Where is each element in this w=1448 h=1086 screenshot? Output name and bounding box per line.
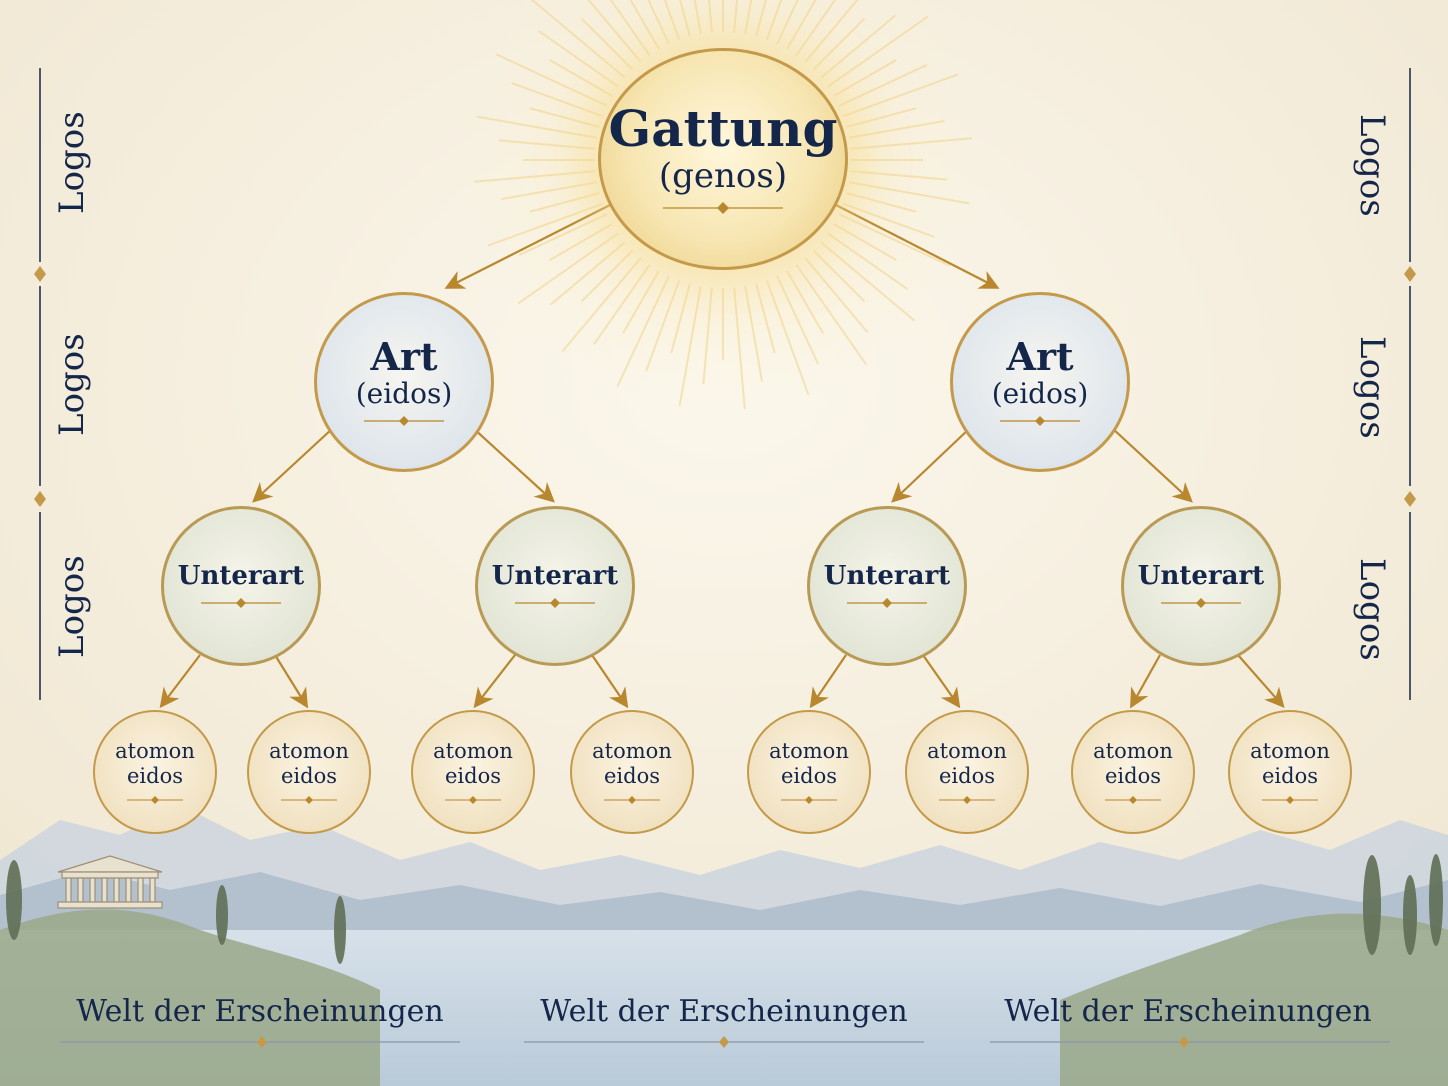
ornament-icon	[1262, 796, 1318, 805]
eidos-label: eidos	[126, 764, 183, 788]
logos-label-left-2: Logos	[52, 333, 92, 436]
hierarchy-arrow	[274, 654, 309, 709]
species-node-right: Art (eidos)	[950, 292, 1130, 472]
species-subtitle: (eidos)	[991, 377, 1089, 411]
hierarchy-arrow	[809, 654, 847, 709]
atomon-eidos-node-5: atomon eidos	[747, 710, 871, 834]
subspecies-title: Unterart	[1137, 561, 1265, 592]
atomon-eidos-node-4: atomon eidos	[570, 710, 694, 834]
atomon-eidos-node-6: atomon eidos	[905, 710, 1029, 834]
genus-subtitle: (genos)	[658, 156, 788, 197]
eidos-label: eidos	[1261, 764, 1318, 788]
atomon-label: atomon	[1093, 738, 1173, 763]
atomon-label: atomon	[115, 738, 195, 763]
ornament-icon	[201, 597, 281, 608]
logos-label-left-1: Logos	[52, 111, 92, 214]
logos-label-right-3: Logos	[1352, 558, 1392, 661]
ornament-icon	[445, 796, 501, 805]
atomon-eidos-node-1: atomon eidos	[93, 710, 217, 834]
temple-icon	[57, 855, 163, 909]
subspecies-node-2: Unterart	[475, 506, 635, 666]
hierarchy-arrow	[835, 204, 1000, 289]
subspecies-node-1: Unterart	[161, 506, 321, 666]
logos-label-left-3: Logos	[52, 555, 92, 658]
world-label-right: Welt der Erscheinungen	[1004, 994, 1372, 1029]
atomon-label: atomon	[433, 738, 513, 763]
ornament-icon	[1105, 796, 1161, 805]
logos-label-right-2: Logos	[1352, 336, 1392, 439]
atomon-label: atomon	[769, 738, 849, 763]
atomon-eidos-node-7: atomon eidos	[1071, 710, 1195, 834]
subspecies-title: Unterart	[177, 561, 305, 592]
subspecies-title: Unterart	[823, 561, 951, 592]
landscape-illustration	[0, 805, 1448, 1086]
world-label-center: Welt der Erscheinungen	[540, 994, 908, 1029]
subspecies-node-4: Unterart	[1121, 506, 1281, 666]
hierarchy-arrow	[1111, 427, 1193, 503]
atomon-eidos-node-2: atomon eidos	[247, 710, 371, 834]
hierarchy-arrows	[159, 204, 1285, 709]
subspecies-title: Unterart	[491, 561, 619, 592]
ornament-icon	[515, 597, 595, 608]
atomon-label: atomon	[1250, 738, 1330, 763]
eidos-label: eidos	[780, 764, 837, 788]
ornament-icon	[127, 796, 183, 805]
genus-node: Gattung (genos)	[598, 48, 848, 270]
atomon-label: atomon	[927, 738, 1007, 763]
hierarchy-arrow	[1237, 654, 1285, 708]
subspecies-node-3: Unterart	[807, 506, 967, 666]
species-subtitle: (eidos)	[355, 377, 453, 411]
atomon-label: atomon	[592, 738, 672, 763]
ornament-icon	[1000, 415, 1080, 426]
species-node-left: Art (eidos)	[314, 292, 494, 472]
ornament-icon	[364, 415, 444, 426]
atomon-eidos-node-8: atomon eidos	[1228, 710, 1352, 834]
ornament-icon	[781, 796, 837, 805]
species-title: Art	[1006, 334, 1074, 380]
ornament-icon	[604, 796, 660, 805]
hierarchy-arrow	[444, 204, 611, 289]
ornament-icon	[939, 796, 995, 805]
eidos-label: eidos	[280, 764, 337, 788]
hierarchy-arrow	[891, 427, 971, 503]
atomon-label: atomon	[269, 738, 349, 763]
eidos-label: eidos	[603, 764, 660, 788]
ornament-icon	[1161, 597, 1241, 608]
eidos-label: eidos	[1104, 764, 1161, 788]
logos-label-right-1: Logos	[1352, 114, 1392, 217]
hierarchy-arrow	[159, 654, 201, 709]
ornament-icon	[847, 597, 927, 608]
genus-title: Gattung	[608, 98, 838, 158]
hierarchy-arrow	[1130, 654, 1161, 709]
hierarchy-arrow	[591, 654, 629, 709]
atomon-eidos-node-3: atomon eidos	[411, 710, 535, 834]
eidos-label: eidos	[938, 764, 995, 788]
ornament-icon	[281, 796, 337, 805]
species-title: Art	[370, 334, 438, 380]
hierarchy-arrow	[252, 427, 334, 503]
hierarchy-arrow	[472, 427, 555, 503]
eidos-label: eidos	[444, 764, 501, 788]
ornament-icon	[663, 202, 783, 215]
world-label-left: Welt der Erscheinungen	[76, 994, 444, 1029]
side-rules	[39, 68, 1411, 700]
hierarchy-arrow	[922, 654, 961, 709]
hierarchy-arrow	[473, 654, 516, 709]
